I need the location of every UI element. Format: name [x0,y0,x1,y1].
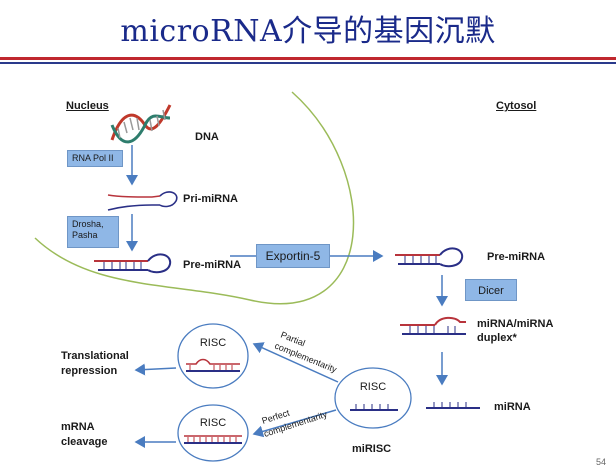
arrow-mirisc-to-partial [252,342,339,383]
mirna-label: miRNA [494,401,531,413]
duplex-label-line1: miRNA/miRNA [477,318,554,330]
translational-label-line1: Translational [61,350,129,362]
pre-mirna-right-structure [395,247,464,268]
mirna-duplex-structure [400,316,466,335]
nucleus-boundary [34,91,355,305]
mirisc-label: miRISC [352,443,392,455]
risc-top-duplex [186,358,240,372]
rna-pol-text: RNA Pol II [72,153,114,163]
cytosol-label: Cytosol [496,100,537,112]
drosha-text-line2: Pasha [72,230,98,240]
risc-top-text: RISC [199,337,227,349]
mirisc-risc-text: RISC [359,381,387,393]
drosha-text-line1: Drosha, [72,219,104,229]
mrna-label-line2: cleavage [61,436,108,448]
risc-bottom-duplex [184,435,242,444]
exportin-box: Exportin-5 [256,244,330,268]
pre-mirna-right-label: Pre-miRNA [487,251,546,263]
mirisc-mirna [350,404,398,411]
pri-mirna-structure [107,191,178,211]
exportin-text: Exportin-5 [265,249,321,263]
arrow-mirisc-to-perfect [252,409,337,438]
mirisc-circle [334,367,412,429]
dna-helix-icon [110,104,172,144]
pre-mirna-left-label: Pre-miRNA [183,259,242,271]
mrna-label-line1: mRNA [61,421,95,433]
rna-pol-box: RNA Pol II [67,150,123,167]
pre-mirna-left-structure [94,253,172,274]
mature-mirna-structure [426,402,480,409]
nucleus-label: Nucleus [66,100,109,112]
dna-label: DNA [195,131,219,143]
risc-bottom-text: RISC [199,417,227,429]
dicer-text: Dicer [478,285,504,297]
risc-bottom-circle [177,404,249,462]
risc-top-circle [177,323,249,389]
slide-title: microRNA介导的基因沉默 [120,14,496,49]
title-rule-red [0,57,616,60]
page-number: 54 [595,457,606,467]
arrow-to-translational [134,363,177,376]
dicer-box: Dicer [465,279,517,301]
title-rule-blue [0,62,616,64]
translational-label-line2: repression [61,365,118,377]
duplex-label-line2: duplex* [477,332,517,344]
pri-mirna-label: Pri-miRNA [183,193,239,205]
drosha-box: Drosha, Pasha [67,216,119,248]
